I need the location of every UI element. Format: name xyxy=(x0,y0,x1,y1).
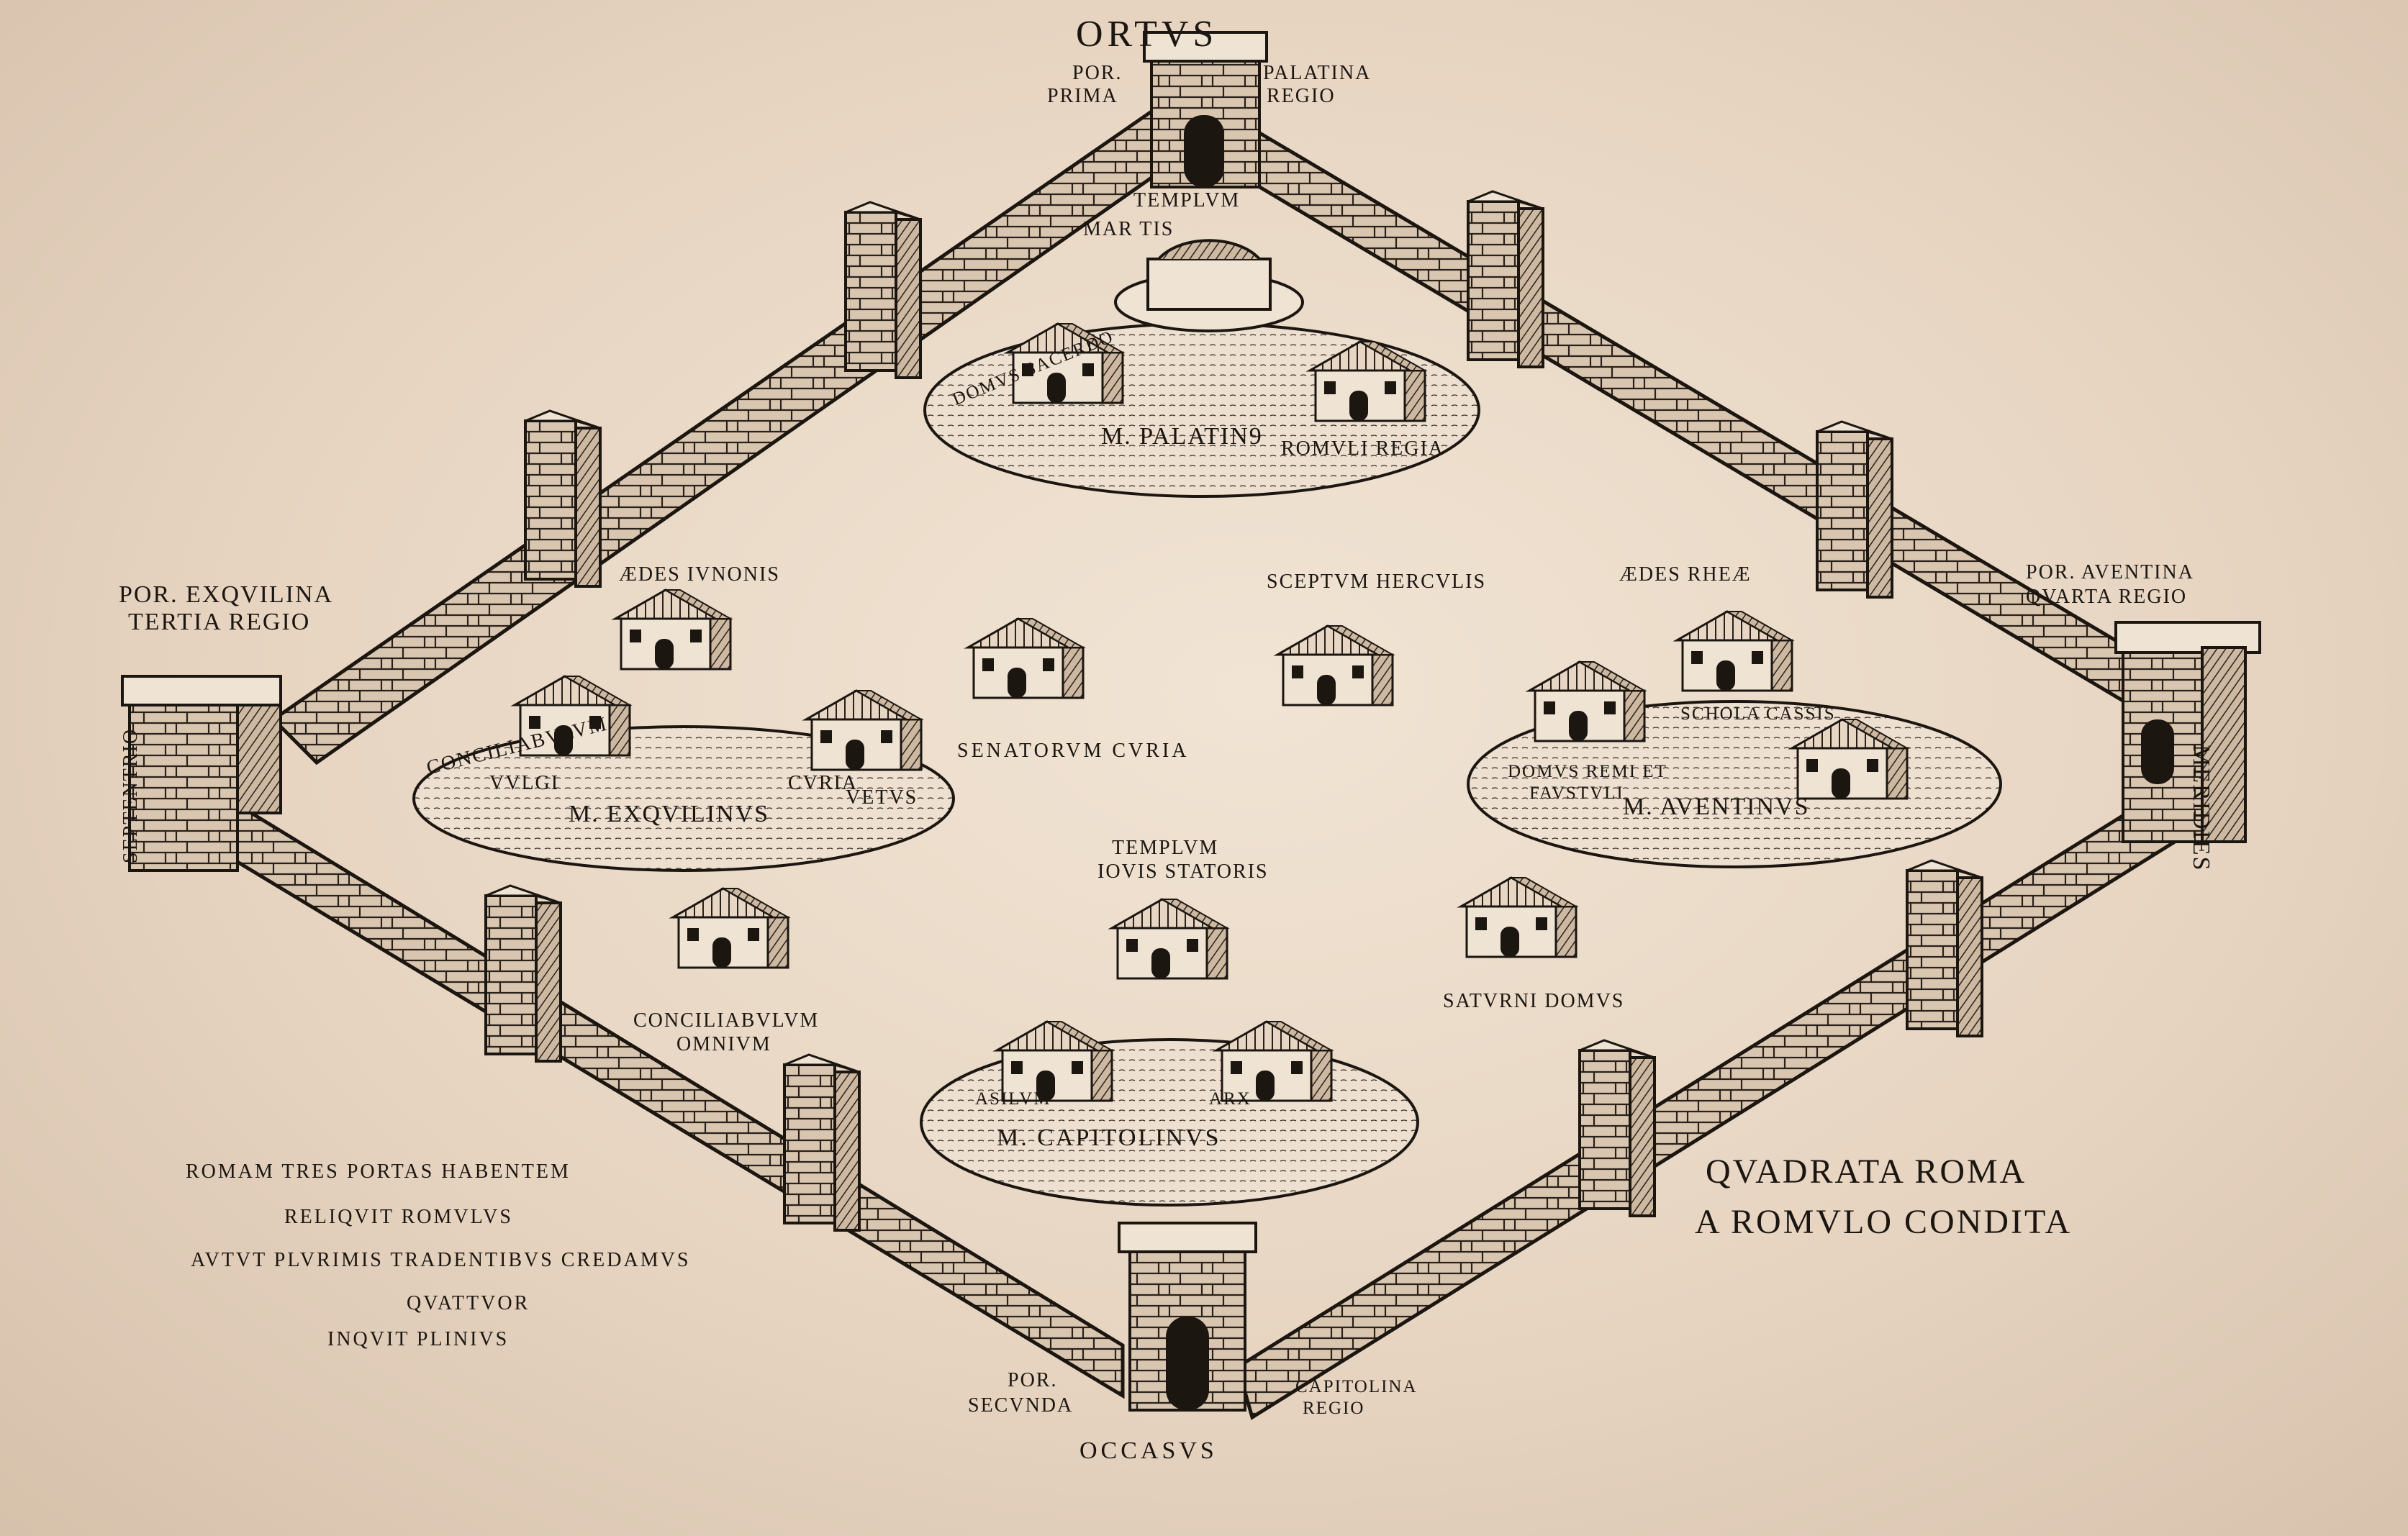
asilum: ASILVM xyxy=(975,1089,1051,1109)
arx: ARX xyxy=(1209,1089,1251,1109)
title-line-2: A ROMVLO CONDITA xyxy=(1695,1203,2073,1241)
hill-capitoline-label: M. CAPITOLINVS xyxy=(997,1124,1221,1151)
romuli-regia: ROMVLI REGIA xyxy=(1281,437,1444,460)
gate-top-right-1: PALATINA xyxy=(1263,62,1372,84)
curia-vetus-2: VETVS xyxy=(846,786,918,809)
hill-aventine xyxy=(1467,610,2002,868)
domus-remi-2: FAVSTVLI xyxy=(1529,783,1624,803)
cardinal-south: MERIDIES xyxy=(2188,745,2214,872)
schola-cassis: SCHOLA CASSIS xyxy=(1680,704,1836,724)
title-line-1: QVADRATA ROMA xyxy=(1706,1153,2027,1191)
templum-iovis-2: IOVIS STATORIS xyxy=(1097,860,1269,883)
gate-bottom-right-1: CAPITOLINA xyxy=(1295,1377,1418,1396)
gate-bottom-left-2: SECVNDA xyxy=(968,1394,1074,1417)
hill-aventine-label: M. AVENTINVS xyxy=(1623,794,1810,820)
cardinal-west: OCCASVS xyxy=(1079,1437,1218,1464)
caption-line-5: INQVIT PLINIVS xyxy=(327,1328,510,1350)
senatorum-curia: SENATORVM CVRIA xyxy=(957,740,1190,762)
hill-exquiline xyxy=(412,589,955,872)
gate-bottom-right-2: REGIO xyxy=(1303,1399,1365,1418)
aedes-iunonis: ÆDES IVNONIS xyxy=(619,563,780,586)
gate-left-1: POR. EXQVILINA xyxy=(119,581,334,608)
gate-top-left-1: POR. xyxy=(1072,62,1123,84)
hill-exquiline-label: M. EXQVILINVS xyxy=(569,801,770,827)
conciliabulum-omnium-1: CONCILIABVLVM xyxy=(633,1009,820,1032)
conciliabulum-vulgi-2: VVLGI xyxy=(489,772,560,794)
gate-right-1: POR. AVENTINA xyxy=(2026,561,2194,583)
gate-left-2: TERTIA REGIO xyxy=(128,609,311,635)
senate-house xyxy=(967,617,1085,699)
gate-top-right-2: REGIO xyxy=(1267,85,1336,107)
saturni-building xyxy=(1459,876,1578,958)
hill-palatine-label: M. PALATIN9 xyxy=(1101,423,1263,450)
caption-line-3: AVTVT PLVRIMIS TRADENTIBVS CREDAMVS xyxy=(191,1249,691,1271)
sceptum-building xyxy=(1276,624,1394,706)
cardinal-east: ORTVS xyxy=(1076,14,1218,55)
aedes-rheae: ÆDES RHEÆ xyxy=(1619,563,1752,586)
hill-palatine xyxy=(923,239,1480,498)
gate-top-left-2: PRIMA xyxy=(1047,85,1118,107)
caption-line-2: RELIQVIT ROMVLVS xyxy=(284,1206,513,1228)
saturni-domus: SATVRNI DOMVS xyxy=(1443,990,1625,1012)
sceptum-herculis: SCEPTVM HERCVLIS xyxy=(1267,571,1487,593)
gate-right xyxy=(2114,621,2261,843)
conciliabulum-building xyxy=(671,887,789,969)
caption-line-1: ROMAM TRES PORTAS HABENTEM xyxy=(186,1160,571,1183)
templum-iovis-1: TEMPLVM xyxy=(1112,837,1219,859)
templum-martis-2: MAR TIS xyxy=(1083,218,1174,240)
curia-vetus-1: CVRIA xyxy=(788,772,859,794)
gate-bottom-left-1: POR. xyxy=(1008,1369,1058,1391)
conciliabulum-omnium-2: OMNIVM xyxy=(676,1033,771,1055)
cardinal-north: SEPTENTRIO xyxy=(119,728,142,863)
gate-right-2: QVARTA REGIO xyxy=(2026,586,2188,608)
caption-line-4: QVATTVOR xyxy=(407,1292,530,1314)
hill-capitoline xyxy=(920,898,1419,1206)
gate-left xyxy=(121,675,282,872)
templum-martis-1: TEMPLVM xyxy=(1133,189,1241,212)
domus-remi-1: DOMVS REMI ET xyxy=(1508,762,1667,781)
gate-bottom xyxy=(1118,1222,1257,1412)
gate-top xyxy=(1143,31,1268,188)
